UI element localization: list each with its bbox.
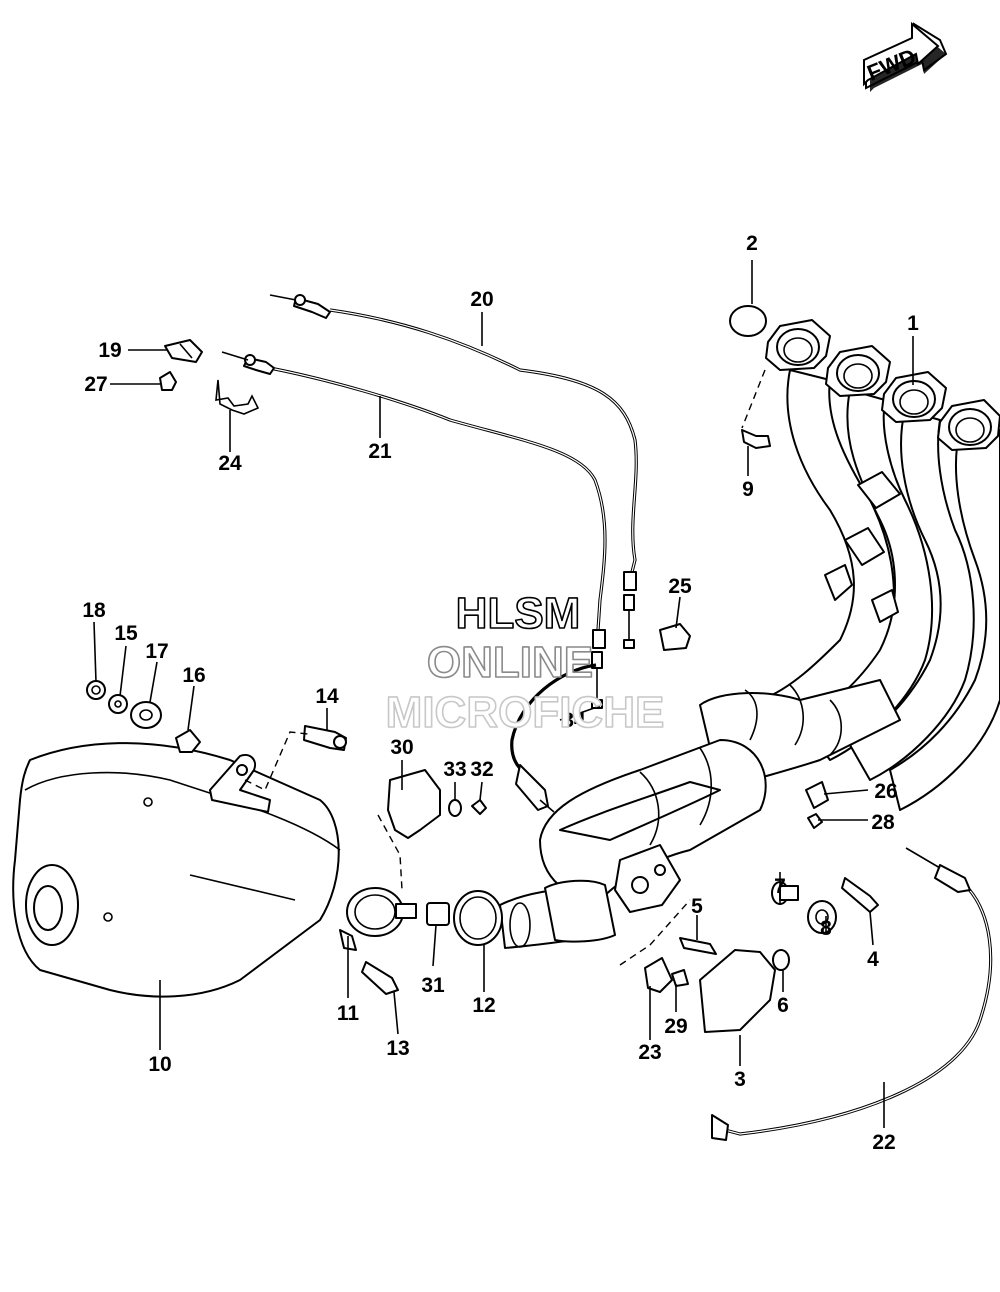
- callout-32: 32: [470, 758, 493, 781]
- screw-part-27: [159, 371, 177, 391]
- callout-21: 21: [368, 440, 392, 463]
- callout-13: 13: [386, 1037, 409, 1060]
- callout-14: 14: [315, 685, 339, 708]
- callout-34: 34: [562, 709, 586, 732]
- clamp-part-26: [805, 781, 829, 809]
- header-flange-2: [825, 345, 891, 397]
- wire-clip-part-24: [215, 379, 260, 415]
- callout-16: 16: [182, 664, 205, 687]
- callout-6: 6: [777, 994, 789, 1017]
- callout-11: 11: [337, 1002, 360, 1025]
- exhaust-valve-cable-22: [711, 847, 993, 1141]
- callout-23: 23: [638, 1041, 661, 1064]
- clamp-part-11: [339, 887, 417, 951]
- o2-sensor-34: [510, 663, 597, 813]
- gasket-part-2: [729, 305, 767, 337]
- mid-pipe-part: [499, 879, 616, 949]
- leader-lines: [93, 260, 914, 1128]
- callout-2: 2: [746, 232, 758, 255]
- callout-9: 9: [742, 478, 754, 501]
- callout-3: 3: [734, 1068, 746, 1091]
- callout-15: 15: [114, 622, 138, 645]
- throttle-cable-20: [269, 294, 638, 649]
- callout-10: 10: [148, 1053, 171, 1076]
- callout-24: 24: [218, 452, 242, 475]
- bolt-part-13: [361, 961, 399, 995]
- watermark-line-3: MICROFICHE: [386, 688, 665, 737]
- watermark: HLSM ONLINE MICROFICHE: [385, 588, 665, 738]
- callout-4: 4: [867, 948, 879, 971]
- callout-7: 7: [774, 875, 786, 898]
- callout-8: 8: [820, 917, 832, 940]
- nut-part-33: [448, 799, 462, 817]
- exhaust-header-part: [699, 319, 1000, 811]
- callout-17: 17: [145, 640, 168, 663]
- callout-1: 1: [907, 312, 919, 335]
- cable-clamp-part-19: [164, 339, 203, 363]
- callout-labels: 1 2 3 4 5 6 7 8 9 10 11 12 13 14 15 16 1…: [82, 232, 919, 1154]
- callout-27: 27: [84, 373, 107, 396]
- screw-part-28: [807, 813, 823, 829]
- catalyst-chamber-part: [539, 739, 767, 913]
- header-flange-4: [937, 399, 1000, 451]
- callout-25: 25: [668, 575, 692, 598]
- bolt-part-32: [471, 799, 487, 815]
- stud-part-5: [679, 937, 717, 955]
- fwd-arrow-icon: FWD: [863, 21, 948, 92]
- gasket-part-12: [453, 890, 503, 946]
- callout-20: 20: [470, 288, 493, 311]
- collar-part-16: [175, 729, 201, 753]
- callout-5: 5: [691, 895, 703, 918]
- muffler-part: [12, 742, 341, 998]
- clip-part-25: [659, 623, 691, 651]
- callout-28: 28: [871, 811, 895, 834]
- callout-18: 18: [82, 599, 106, 622]
- callout-31: 31: [421, 974, 445, 997]
- header-flange-1: [765, 319, 831, 371]
- watermark-line-2: ONLINE: [427, 638, 593, 687]
- watermark-line-1: HLSM: [456, 589, 581, 638]
- heat-guard-part-30: [387, 769, 441, 839]
- callout-33: 33: [443, 758, 466, 781]
- callout-19: 19: [98, 339, 121, 362]
- heat-cover-part-3: [699, 949, 776, 1033]
- bracket-part-23: [644, 957, 673, 993]
- nut-part-6: [772, 949, 790, 971]
- washer-part-15: [108, 694, 128, 714]
- bolt-part-14: [303, 725, 347, 751]
- nut-part-29: [671, 969, 689, 987]
- callout-12: 12: [472, 994, 495, 1017]
- damper-part-17: [130, 701, 162, 729]
- callout-30: 30: [390, 736, 413, 759]
- throttle-cable-21: [221, 351, 607, 709]
- bolt-part-4: [841, 877, 879, 913]
- header-flange-3: [881, 371, 947, 423]
- callout-22: 22: [872, 1131, 895, 1154]
- bolt-part-9: [741, 429, 771, 449]
- damper-part-8: [807, 900, 837, 934]
- callout-29: 29: [664, 1015, 687, 1038]
- nut-part-31: [426, 902, 450, 926]
- callout-26: 26: [874, 780, 897, 803]
- nut-part-18: [86, 680, 106, 700]
